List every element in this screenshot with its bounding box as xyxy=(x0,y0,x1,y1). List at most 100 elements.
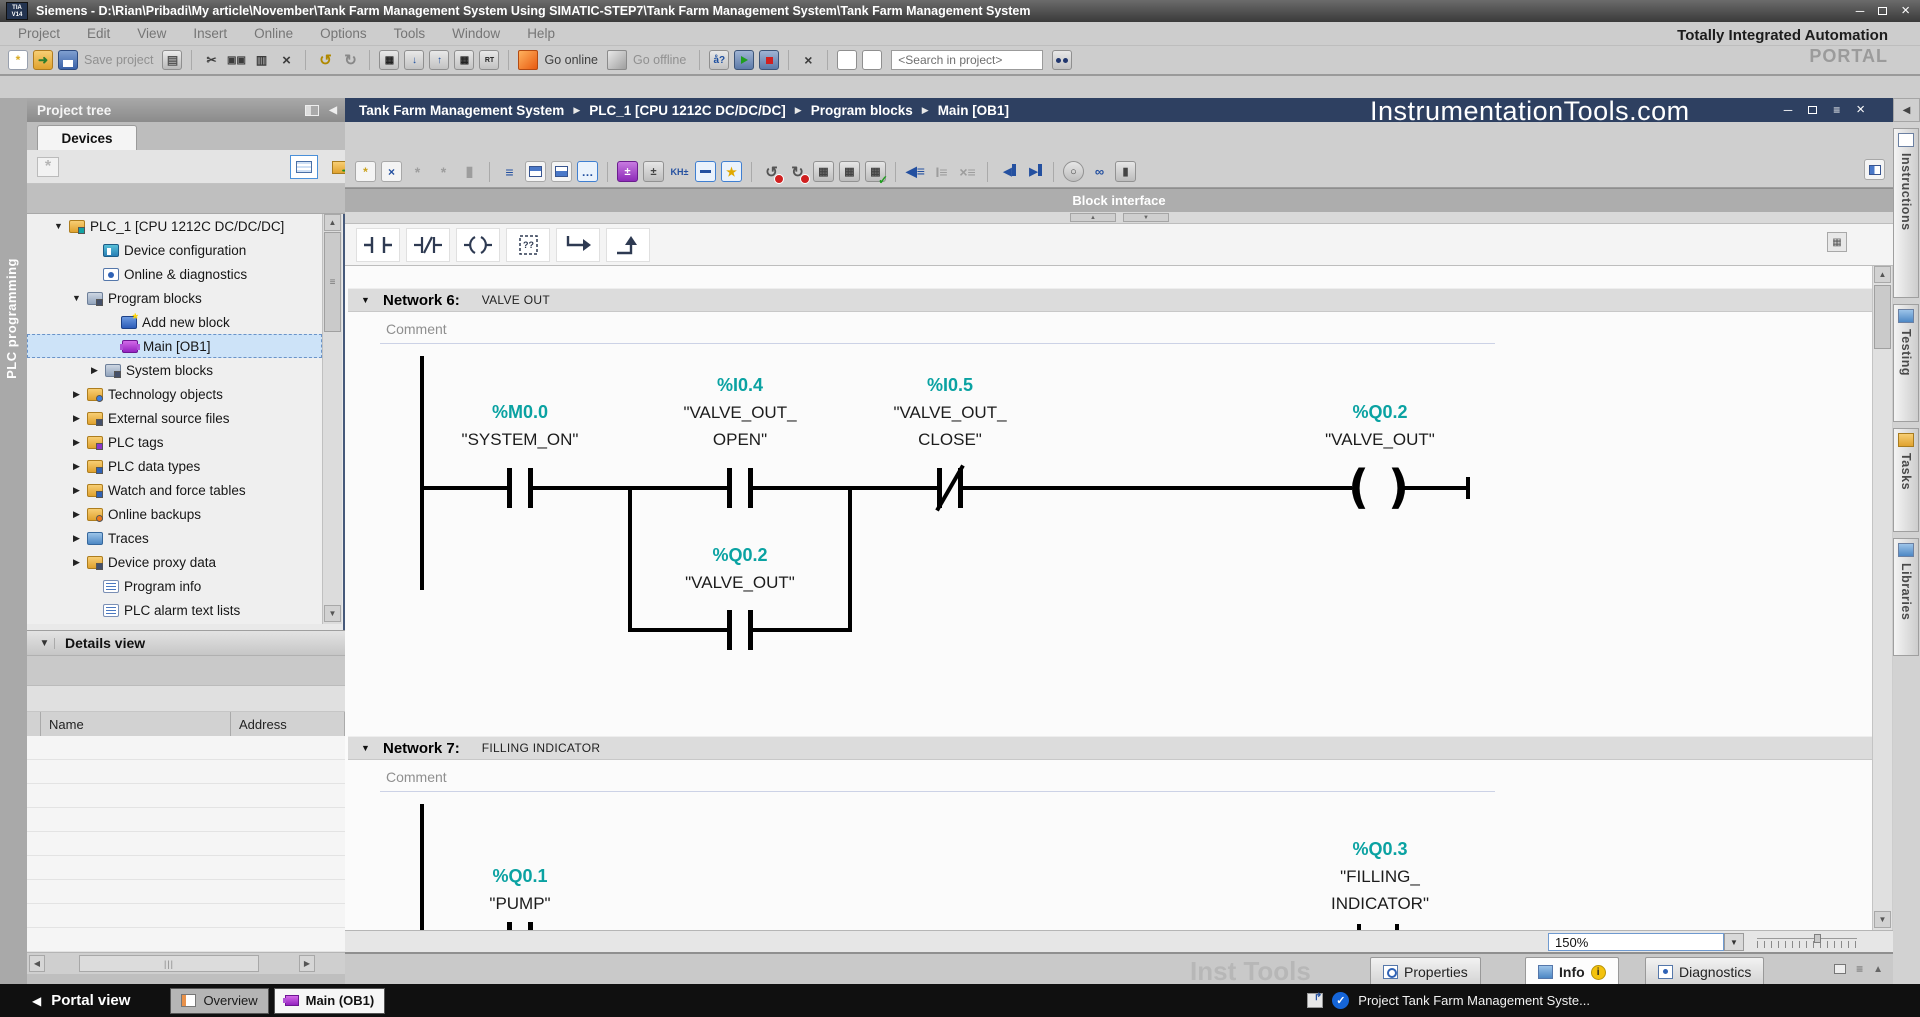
menu-options[interactable]: Options xyxy=(320,26,367,41)
status-message[interactable]: ✓ Project Tank Farm Management Syste... xyxy=(1307,992,1590,1009)
portal-view-button[interactable]: ◀ Portal view xyxy=(32,992,131,1009)
nc-contact-valve-out-close[interactable] xyxy=(937,468,942,508)
menu-project[interactable]: Project xyxy=(18,26,61,41)
insert-operand-icon[interactable]: ± xyxy=(643,161,664,182)
tree-scrollbar[interactable]: ▲ ≡ ▼ xyxy=(322,214,342,624)
search-project-icon[interactable] xyxy=(1052,50,1073,70)
no-contact-pump[interactable] xyxy=(507,922,512,930)
scroll-down-icon[interactable]: ▼ xyxy=(324,605,341,622)
add-new-device-icon[interactable]: * xyxy=(37,157,59,177)
scroll-up-icon[interactable]: ▲ xyxy=(324,214,341,231)
insert-network-icon[interactable]: * xyxy=(355,161,376,182)
no-contact-system-on[interactable] xyxy=(507,468,512,508)
tag-valve-out-latch[interactable]: %Q0.2 "VALVE_OUT" xyxy=(685,545,795,592)
breadcrumb-program-blocks[interactable]: Program blocks xyxy=(810,102,913,118)
menu-help[interactable]: Help xyxy=(527,26,555,41)
delete-network-icon[interactable]: × xyxy=(381,161,402,182)
no-contact-valve-out-open[interactable] xyxy=(727,468,732,508)
insert-block-icon[interactable]: ± xyxy=(617,161,638,182)
column-name[interactable]: Name xyxy=(41,712,231,736)
open-project-icon[interactable]: ➜ xyxy=(33,50,53,70)
tree-item-traces[interactable]: ▶ Traces xyxy=(73,530,149,546)
tag-valve-out-open[interactable]: %I0.4 "VALVE_OUT_ OPEN" xyxy=(683,375,797,449)
minimize-icon[interactable]: ─ xyxy=(1855,4,1865,18)
tree-item-device-proxy-data[interactable]: ▶ Device proxy data xyxy=(73,554,217,570)
consistency-check-icon[interactable]: ▦ xyxy=(865,161,888,187)
menu-view[interactable]: View xyxy=(137,26,167,41)
expand-panel-icon[interactable]: ▲ xyxy=(1873,963,1883,975)
redo-icon[interactable]: ↻ xyxy=(344,52,357,69)
menu-insert[interactable]: Insert xyxy=(193,26,228,41)
paste-icon[interactable]: ▥ xyxy=(255,53,268,67)
tree-item-system-blocks[interactable]: ▶ System blocks xyxy=(91,362,214,378)
tab-info[interactable]: Info i xyxy=(1525,957,1619,986)
pin-icon[interactable]: ▮ xyxy=(465,163,474,179)
chevron-down-icon[interactable]: ▼ xyxy=(35,637,55,649)
float-panel-icon[interactable] xyxy=(1834,964,1847,974)
split-editor-icon[interactable] xyxy=(1864,159,1885,180)
tree-item-technology-objects[interactable]: ▶ Technology objects xyxy=(73,386,223,402)
splitter-down-icon[interactable]: ▼ xyxy=(1123,213,1169,222)
close-branch-icon[interactable] xyxy=(606,227,650,262)
go-online-label[interactable]: Go online xyxy=(544,53,598,67)
editor-scrollbar[interactable]: ▲ ▼ xyxy=(1872,266,1892,930)
zoom-slider[interactable] xyxy=(1757,934,1857,948)
editor-close-icon[interactable]: × xyxy=(1856,101,1865,118)
insert-row-icon[interactable]: * xyxy=(414,163,421,180)
pane-toggle-icon[interactable] xyxy=(305,104,320,116)
next-bookmark-icon[interactable]: ▶ xyxy=(1023,161,1044,182)
editor-minimize-icon[interactable]: ─ xyxy=(1783,103,1793,117)
tag-valve-out-coil[interactable]: %Q0.2 "VALVE_OUT" xyxy=(1325,402,1435,449)
network-7-comment[interactable]: Comment xyxy=(380,762,1495,792)
stop-cpu-icon[interactable] xyxy=(759,50,780,70)
tree-item-online-backups[interactable]: ▶ Online backups xyxy=(73,506,202,522)
scroll-left-icon[interactable]: ◀ xyxy=(29,955,45,972)
tag-pump[interactable]: %Q0.1 "PUMP" xyxy=(489,866,551,913)
expand-networks-icon[interactable] xyxy=(525,161,546,182)
breadcrumb-main-ob1[interactable]: Main [OB1] xyxy=(937,102,1009,118)
find-replace-icon[interactable]: ○ xyxy=(1063,161,1084,182)
menu-window[interactable]: Window xyxy=(452,26,501,41)
absolute-operands-icon[interactable] xyxy=(695,161,716,182)
menu-online[interactable]: Online xyxy=(254,26,294,41)
tab-libraries[interactable]: Libraries xyxy=(1893,538,1919,656)
scrollbar-thumb[interactable] xyxy=(1874,285,1891,349)
go-online-icon[interactable] xyxy=(518,50,539,70)
online-diagnostics-icon[interactable]: å? xyxy=(709,50,730,70)
save-project-label[interactable]: Save project xyxy=(84,53,154,67)
tree-item-program-info[interactable]: Program info xyxy=(27,574,322,598)
save-project-icon[interactable] xyxy=(58,50,78,70)
empty-box-icon[interactable]: ?? xyxy=(506,227,550,262)
hscrollbar-thumb[interactable]: ||| xyxy=(79,955,259,972)
block-interface-splitter[interactable]: ▲ ▼ xyxy=(345,212,1893,224)
tree-item-plc-alarm-text-lists[interactable]: PLC alarm text lists xyxy=(27,598,322,622)
collapse-networks-icon[interactable] xyxy=(551,161,572,182)
start-runtime-icon[interactable]: RT xyxy=(479,50,500,70)
main-ob1-button[interactable]: Main (OB1) xyxy=(273,987,386,1014)
snapshot-icon[interactable]: ▮ xyxy=(1115,161,1136,182)
search-input[interactable]: <Search in project> xyxy=(891,50,1044,70)
new-project-icon[interactable]: * xyxy=(8,50,28,70)
tree-item-plc1[interactable]: ▼ PLC_1 [CPU 1212C DC/DC/DC] xyxy=(54,218,285,234)
network-collapse-icon[interactable]: ▼ xyxy=(361,743,370,753)
discard-redo-icon[interactable]: ↻ xyxy=(787,161,810,184)
network-7-header[interactable]: ▼ Network 7: FILLING INDICATOR xyxy=(348,736,1872,760)
tree-horizontal-scrollbar[interactable]: ◀ ||| ▶ xyxy=(27,952,345,974)
network-6-header[interactable]: ▼ Network 6: VALVE OUT xyxy=(348,288,1872,312)
restore-icon[interactable] xyxy=(1878,7,1888,15)
toggle-comments-icon[interactable]: … xyxy=(577,161,598,182)
cut-icon[interactable]: ✂ xyxy=(206,53,217,67)
zoom-slider-knob[interactable] xyxy=(1814,934,1821,943)
previous-bookmark-icon[interactable]: ◀ xyxy=(997,161,1018,182)
column-address[interactable]: Address xyxy=(231,712,345,736)
delete-icon[interactable]: × xyxy=(282,51,291,69)
zoom-dropdown-icon[interactable]: ▼ xyxy=(1724,933,1744,951)
tab-properties[interactable]: Properties xyxy=(1370,957,1481,986)
nc-contact-icon[interactable] xyxy=(406,227,450,262)
right-panel-collapse-icon[interactable]: ◀ xyxy=(1893,98,1920,122)
insert-constant-icon[interactable]: KH± xyxy=(670,166,689,177)
cross-reference-icon[interactable]: × xyxy=(804,52,813,68)
editor-list-icon[interactable]: ≡ xyxy=(1833,103,1841,117)
coil-filling-indicator[interactable] xyxy=(1357,924,1361,930)
tree-item-external-source-files[interactable]: ▶ External source files xyxy=(73,410,230,426)
